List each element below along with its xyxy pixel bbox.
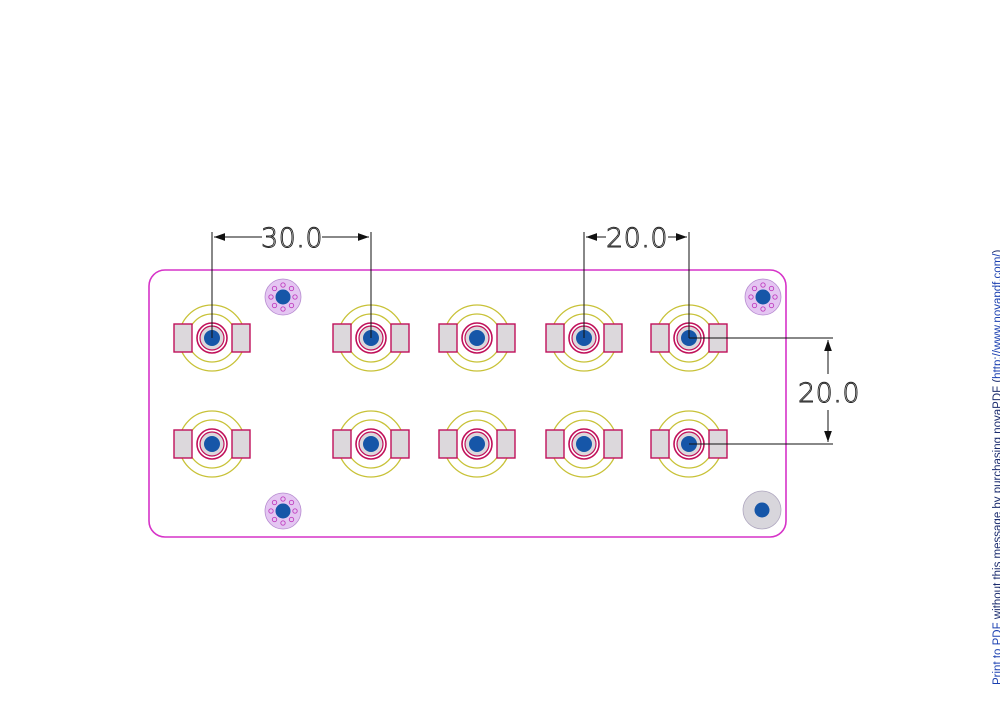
pad-left [650,323,670,353]
mount-via [760,282,766,288]
mount-via [288,516,295,523]
pin-ring [461,428,493,460]
mount-via [751,302,758,309]
dimension-vertical-right [689,337,833,445]
mount-via [268,294,274,300]
pad-right [496,429,516,459]
pcb-board-outline [148,269,787,538]
pad-right [603,429,623,459]
mount-via [271,516,278,523]
mount-via [271,285,278,292]
pad-left [545,429,565,459]
mount-drill [754,502,770,518]
connector-10 [650,410,728,478]
pin-drill [576,436,592,452]
mount-via [288,499,295,506]
pad-left [438,429,458,459]
mounting-hole-4 [742,490,782,530]
dimension-label-30: 30.0 [261,223,323,254]
connector-6 [173,410,251,478]
pin-drill [469,330,485,346]
mount-drill [275,289,291,305]
pin-ring [568,428,600,460]
mount-via [751,285,758,292]
pad-left [173,323,193,353]
pin-drill [469,436,485,452]
connector-group [173,304,728,478]
pad-left [650,429,670,459]
pin-ring [355,428,387,460]
mount-via [268,508,274,514]
mount-via [760,306,766,312]
mount-via [768,302,775,309]
connector-3 [438,304,516,372]
mount-via [292,294,298,300]
mount-via [288,302,295,309]
pad-right [231,323,251,353]
pin-drill [204,436,220,452]
mounting-hole-1 [264,278,302,316]
mount-via [280,306,286,312]
pad-left [545,323,565,353]
mount-drill [755,289,771,305]
watermark-text: without this message by purchasing novaP… [992,379,1000,620]
dimension-label-20-right: 20.0 [798,378,860,409]
pad-right [496,323,516,353]
connector-8 [438,410,516,478]
mount-via [271,302,278,309]
mount-via [280,282,286,288]
watermark-text-end: ) [992,250,1000,254]
novapdf-url-link[interactable]: http://www.novapdf.com/ [992,253,1000,379]
mount-via [772,294,778,300]
pin-ring [196,428,228,460]
dimension-horizontal-right [583,232,690,338]
mounting-hole-3 [264,492,302,530]
mount-drill [275,503,291,519]
pad-right [390,323,410,353]
pad-right [231,429,251,459]
pad-left [438,323,458,353]
pin-drill [363,436,379,452]
pad-left [332,429,352,459]
mount-via [748,294,754,300]
mount-via [292,508,298,514]
mount-via [280,496,286,502]
connector-7 [332,410,410,478]
mounting-hole-group [264,278,782,530]
print-to-pdf-link[interactable]: Print to PDF [992,622,1000,685]
dimension-horizontal-left [211,232,372,338]
pad-right [390,429,410,459]
pad-left [332,323,352,353]
pad-left [173,429,193,459]
mount-via [288,285,295,292]
mount-via [768,285,775,292]
pad-right [603,323,623,353]
dimension-label-20-top: 20.0 [606,223,668,254]
mount-via [271,499,278,506]
novapdf-watermark: Print to PDF without this message by pur… [992,250,1000,685]
mounting-hole-2 [744,278,782,316]
connector-9 [545,410,623,478]
pin-ring [461,322,493,354]
mount-via [280,520,286,526]
